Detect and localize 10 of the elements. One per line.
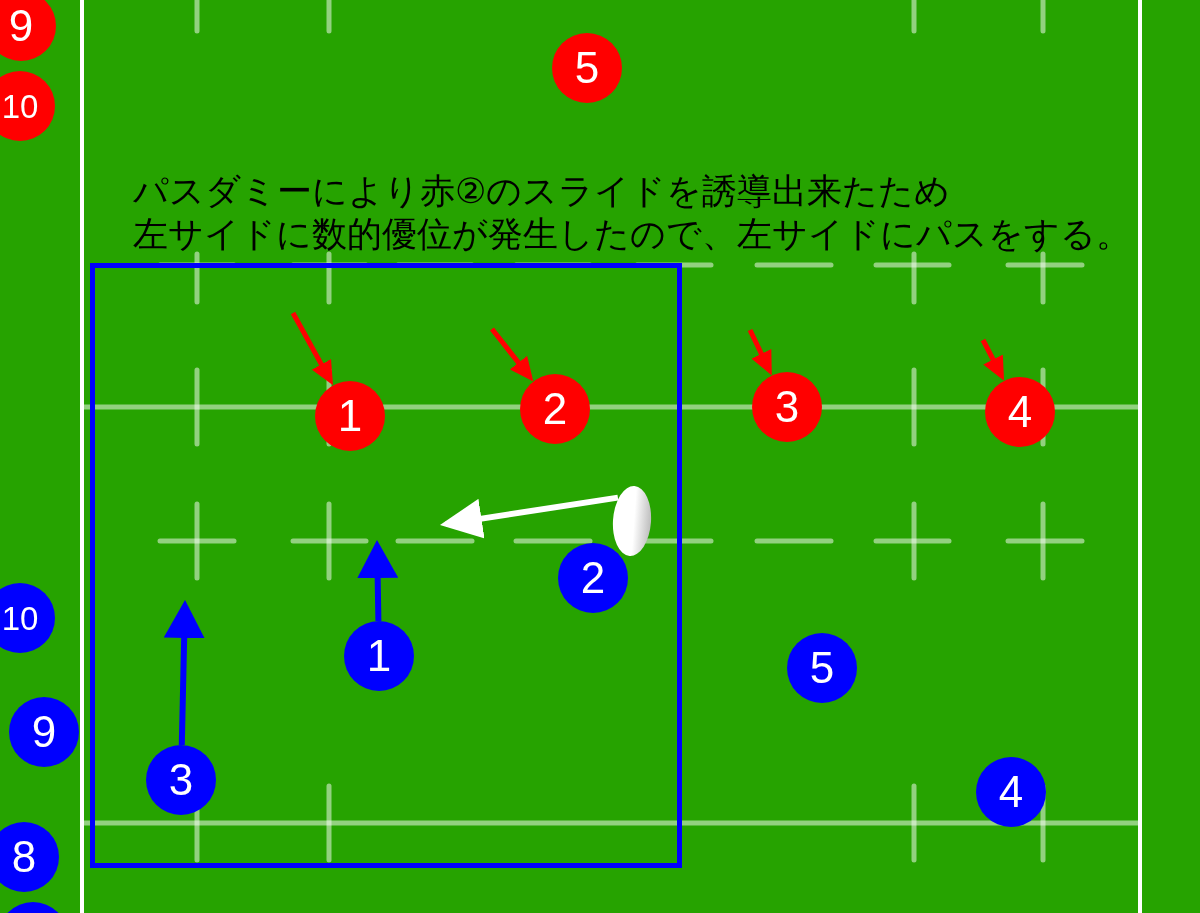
movement-arrow (290, 311, 333, 386)
note-text: パスダミーにより赤②のスライドを誘導出来たため左サイドに数的優位が発生したので、左サイドにパスをする。 (133, 170, 1132, 256)
ball-icon (612, 485, 652, 557)
movement-arrow (163, 600, 205, 746)
movement-arrow (747, 328, 772, 376)
pass-arrow (439, 494, 619, 539)
movement-arrow (357, 540, 399, 622)
movement-arrow (490, 327, 534, 382)
movement-arrow (980, 338, 1005, 381)
highlight-frame (90, 263, 682, 868)
